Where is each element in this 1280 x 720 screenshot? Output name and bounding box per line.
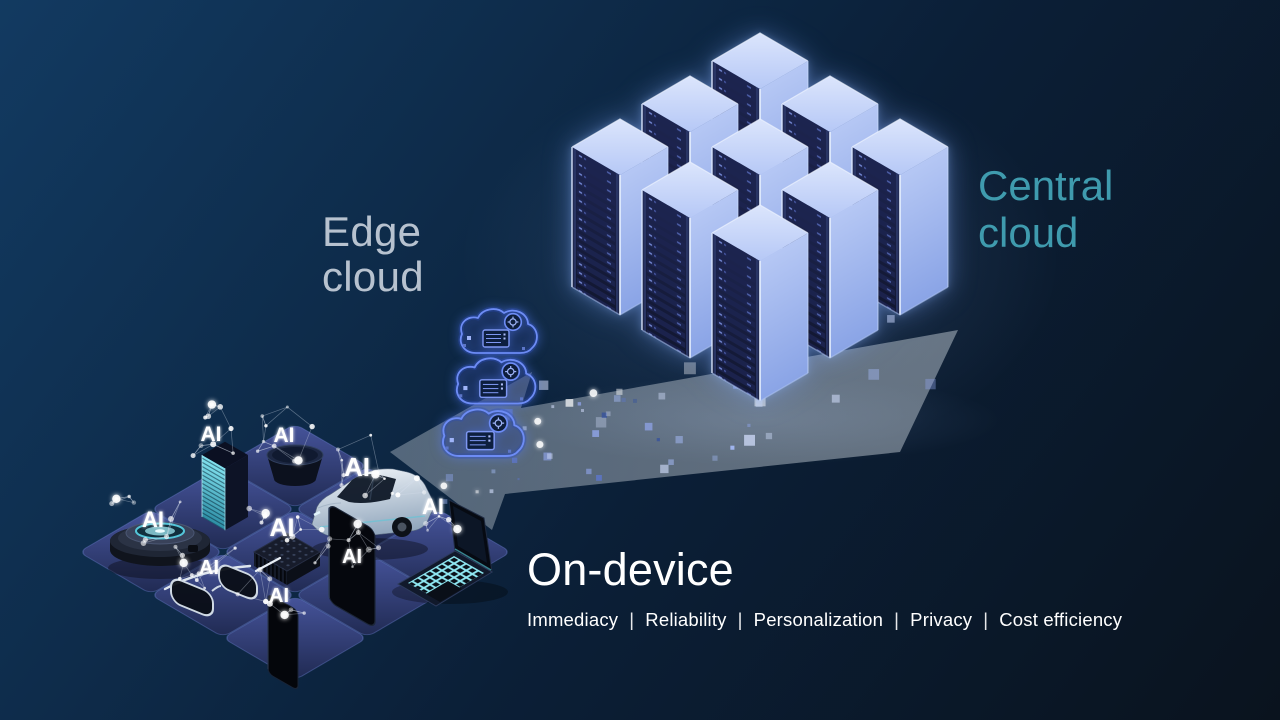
smartphone-device: [267, 594, 299, 690]
ai-label: AI: [201, 423, 222, 446]
ai-label: AI: [269, 585, 289, 607]
ai-label-mesh: AI: [390, 475, 462, 534]
on-device-devices: [108, 441, 508, 690]
ai-label: AI: [342, 546, 362, 568]
benefit-immediacy: Immediacy: [527, 609, 619, 630]
data-flow-arrow: [390, 330, 958, 530]
robot-vacuum-device: [108, 521, 212, 579]
ai-label-mesh: AI: [173, 544, 237, 590]
ai-label-mesh: AI: [313, 519, 382, 568]
ai-label: AI: [422, 494, 444, 519]
ai-label-mesh: AI: [335, 433, 386, 499]
ai-label-mesh: AI: [246, 505, 325, 543]
edge-cloud-label: Edge cloud: [322, 208, 424, 300]
smart-speaker-device: [266, 444, 324, 486]
cloud-server-icon: [457, 358, 535, 403]
benefit-cost-efficiency: Cost efficiency: [999, 609, 1123, 630]
ai-label: AI: [199, 557, 219, 579]
ai-label-mesh: AI: [109, 494, 182, 546]
ai-label: AI: [274, 424, 295, 447]
separator: |: [983, 609, 989, 630]
central-cloud-label: Central cloud: [978, 162, 1114, 257]
separator: |: [629, 609, 635, 630]
ai-label-mesh: AI: [235, 566, 306, 620]
benefit-reliability: Reliability: [645, 609, 727, 630]
separator: |: [737, 609, 743, 630]
ai-chip-device: [252, 532, 322, 585]
cloud-server-icon: [461, 309, 537, 353]
ai-network-labels: AI AI AI AI AI AI AI AI AI: [109, 400, 462, 620]
separator: |: [894, 609, 900, 630]
laptop-device: [392, 499, 508, 607]
server-rack: [711, 204, 809, 402]
tablet-device: [328, 505, 376, 627]
on-device-benefits: Immediacy | Reliability | Personalizatio…: [527, 609, 1122, 631]
edge-cloud-icons: [443, 309, 537, 456]
ai-label-mesh: AI: [255, 405, 315, 465]
cloud-server-icon: [443, 410, 524, 456]
benefit-privacy: Privacy: [910, 609, 973, 630]
on-device-title: On-device: [527, 544, 734, 595]
benefit-personalization: Personalization: [753, 609, 884, 630]
ai-label: AI: [270, 514, 295, 542]
pc-tower-device: [201, 441, 248, 531]
ai-label: AI: [142, 507, 164, 532]
smart-glasses-device: [163, 556, 282, 617]
ai-label-mesh: AI: [190, 400, 235, 459]
ai-label: AI: [344, 452, 370, 482]
